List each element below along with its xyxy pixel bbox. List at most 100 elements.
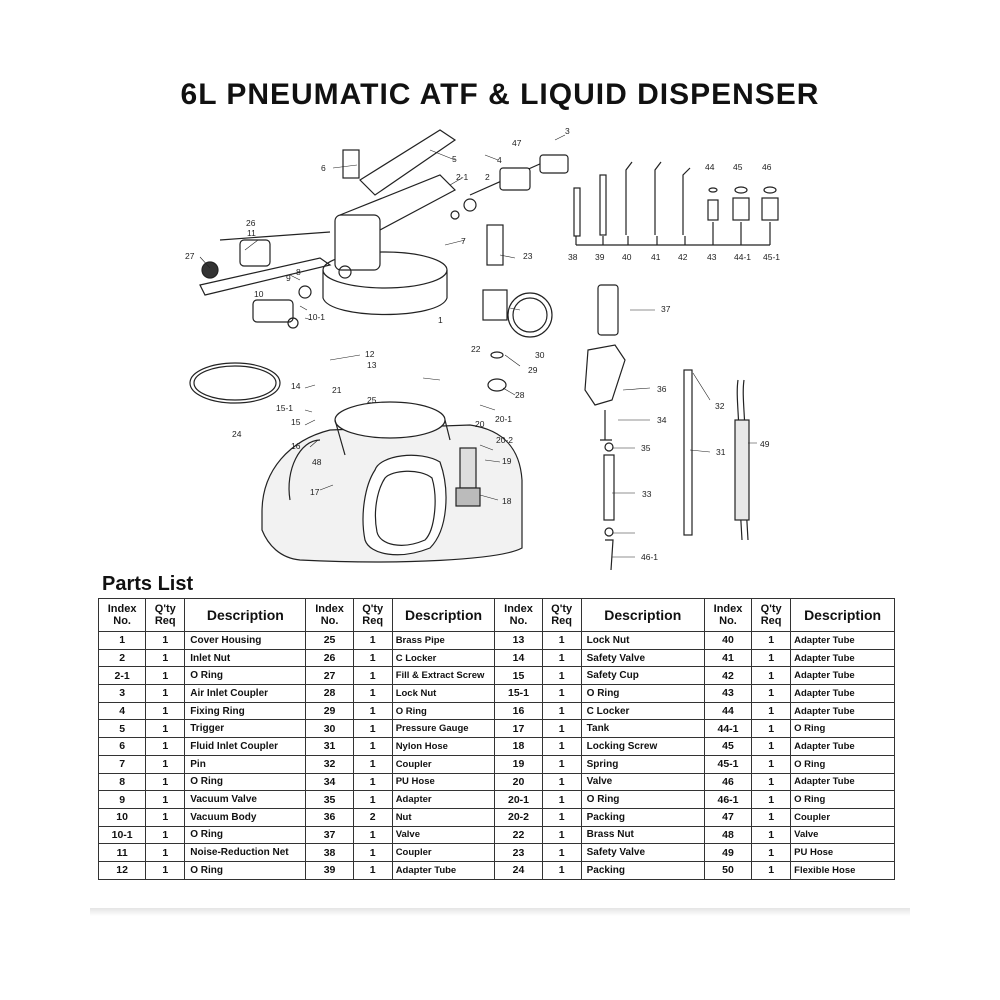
cell-index: 34: [305, 772, 354, 792]
cell-index: 48: [703, 825, 753, 845]
cell-qty: 1: [751, 790, 792, 809]
cell-index: 15-1: [494, 684, 543, 703]
cell-index: 2-1: [97, 666, 147, 686]
cell-qty: 1: [352, 843, 393, 862]
callout-label: 43: [707, 252, 717, 262]
cell-index: 15: [494, 666, 543, 686]
page-title: 6L PNEUMATIC ATF & LIQUID DISPENSER: [180, 78, 820, 111]
cell-description: Vacuum Valve: [184, 790, 307, 809]
callout-label: 34: [657, 415, 667, 425]
cell-qty: 1: [352, 666, 393, 686]
cell-index: 26: [305, 648, 354, 668]
cell-description: Locking Screw: [580, 737, 705, 756]
callout-label: 21: [332, 385, 342, 395]
callout-label: 30: [535, 350, 545, 360]
cell-qty: 1: [352, 790, 393, 809]
cell-description: Pressure Gauge: [391, 719, 496, 739]
cell-description: Adapter Tube: [790, 684, 895, 703]
cell-qty: 1: [751, 807, 792, 827]
cell-description: Brass Pipe: [391, 631, 496, 650]
cell-qty: 1: [145, 684, 186, 703]
cell-index: 10-1: [97, 825, 147, 845]
header-qty: Q'ty Req: [352, 598, 393, 632]
cell-qty: 1: [145, 790, 186, 809]
cell-index: 17: [494, 719, 543, 739]
callout-label: 25: [367, 395, 377, 405]
cell-index: 19: [494, 754, 543, 774]
cell-description: PU Hose: [790, 843, 895, 862]
callout-label: 6: [321, 163, 326, 173]
cell-index: 45: [703, 737, 753, 756]
parts-list-title: Parts List: [102, 573, 194, 595]
callout-label: 42: [678, 252, 688, 262]
callout-label: 41: [651, 252, 661, 262]
cell-description: Adapter Tube: [790, 701, 895, 721]
callout-label: 10-1: [308, 312, 325, 322]
cell-index: 1: [97, 631, 147, 650]
cell-index: 32: [305, 754, 354, 774]
cover-housing-drawing: [322, 129, 457, 316]
cell-index: 35: [305, 790, 354, 809]
cell-index: 9: [97, 790, 147, 809]
cell-description: Valve: [790, 825, 895, 845]
cell-qty: 1: [145, 843, 186, 862]
header-qty: Q'ty Req: [145, 598, 186, 632]
cell-qty: 1: [751, 719, 792, 739]
cell-description: O Ring: [790, 719, 895, 739]
cell-qty: 1: [352, 860, 393, 880]
cell-description: Adapter Tube: [391, 860, 496, 880]
cell-qty: 1: [145, 807, 186, 827]
cell-index: 5: [97, 719, 147, 739]
cell-index: 22: [494, 825, 543, 845]
cell-description: O Ring: [184, 825, 307, 845]
callout-label: 20: [475, 419, 485, 429]
cell-description: Coupler: [391, 843, 496, 862]
cell-description: Valve: [391, 825, 496, 845]
cell-index: 46-1: [703, 790, 753, 809]
cell-description: Fluid Inlet Coupler: [184, 737, 307, 756]
cell-qty: 1: [145, 860, 186, 880]
cell-index: 31: [305, 737, 354, 756]
cell-qty: 1: [145, 701, 186, 721]
callout-label: 8: [296, 267, 301, 277]
callout-label: 37: [661, 304, 671, 314]
cell-qty: 1: [352, 719, 393, 739]
cell-qty: 1: [751, 825, 792, 845]
callout-label: 45: [733, 162, 743, 172]
callout-label: 1: [438, 315, 443, 325]
cell-description: Nylon Hose: [391, 737, 496, 756]
cell-description: O Ring: [790, 790, 895, 809]
cell-description: Trigger: [184, 719, 307, 739]
cell-qty: 1: [751, 737, 792, 756]
cell-index: 47: [703, 807, 753, 827]
upper-right-fittings: [450, 154, 569, 392]
header-description: Description: [391, 598, 496, 632]
cell-description: Lock Nut: [580, 631, 705, 650]
cell-qty: 1: [751, 860, 792, 880]
callout-label: 45-1: [763, 252, 780, 262]
cell-description: Safety Valve: [580, 843, 705, 862]
cell-qty: 1: [751, 666, 792, 686]
exploded-diagram: 1 2 2-1 3 4 5 6 7 8 9 10 10-1 11 12 13 1…: [185, 126, 780, 570]
cell-description: O Ring: [580, 684, 705, 703]
callout-label: 4: [497, 155, 502, 165]
callout-label: 40: [622, 252, 632, 262]
cell-qty: 1: [352, 631, 393, 650]
cell-description: C Locker: [391, 648, 496, 668]
cell-qty: 2: [352, 807, 393, 827]
callout-label: 44-1: [734, 252, 751, 262]
cell-qty: 1: [145, 737, 186, 756]
cell-index: 42: [703, 666, 753, 686]
cell-description: Brass Nut: [580, 825, 705, 845]
